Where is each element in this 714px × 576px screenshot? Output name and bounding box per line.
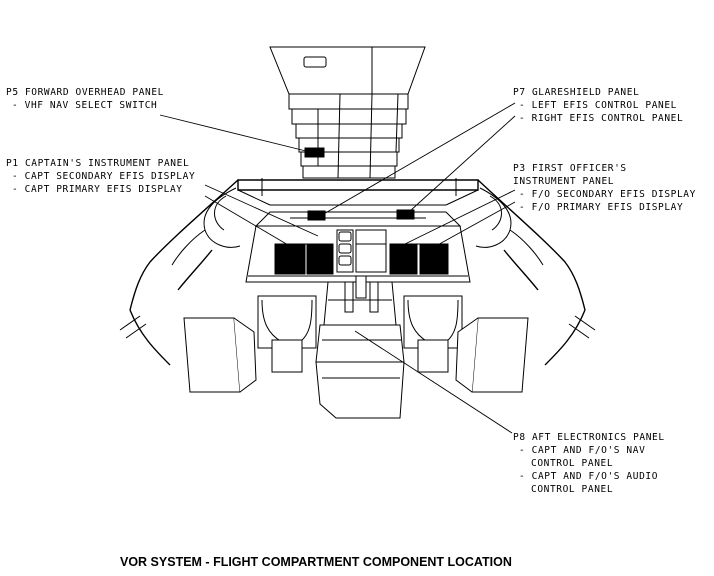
- control-stand: [315, 275, 405, 363]
- callout-p3-title-cont: INSTRUMENT PANEL: [513, 176, 614, 187]
- capt-primary-efis-display: [306, 243, 334, 275]
- figure-caption: VOR SYSTEM - FLIGHT COMPARTMENT COMPONEN…: [120, 555, 512, 569]
- callout-p1-title: P1 CAPTAIN'S INSTRUMENT PANEL: [6, 158, 189, 169]
- left-efis-control-panel: [307, 210, 326, 221]
- callout-p7-item: - RIGHT EFIS CONTROL PANEL: [519, 113, 683, 124]
- callout-p8-item: - CAPT AND F/O'S NAV: [519, 445, 645, 456]
- right-efis-control-panel: [396, 209, 415, 220]
- callout-p3-item: - F/O SECONDARY EFIS DISPLAY: [519, 189, 696, 200]
- callout-p7: P7 GLARESHIELD PANEL - LEFT EFIS CONTROL…: [513, 87, 683, 124]
- callout-p8: P8 AFT ELECTRONICS PANEL - CAPT AND F/O'…: [513, 432, 665, 495]
- fo-primary-efis-display: [389, 243, 418, 275]
- callout-p8-item-cont: CONTROL PANEL: [531, 458, 613, 469]
- callout-p1-item: - CAPT PRIMARY EFIS DISPLAY: [12, 184, 183, 195]
- callout-p7-item: - LEFT EFIS CONTROL PANEL: [519, 100, 677, 111]
- callout-p8-item-cont: CONTROL PANEL: [531, 484, 613, 495]
- callout-p8-title: P8 AFT ELECTRONICS PANEL: [513, 432, 665, 443]
- callout-p1: P1 CAPTAIN'S INSTRUMENT PANEL - CAPT SEC…: [6, 158, 195, 195]
- captain-seat: [183, 295, 317, 393]
- callout-p5-title: P5 FORWARD OVERHEAD PANEL: [6, 87, 164, 98]
- callout-p7-title: P7 GLARESHIELD PANEL: [513, 87, 639, 98]
- callout-p3: P3 FIRST OFFICER'S INSTRUMENT PANEL - F/…: [513, 163, 696, 213]
- fo-secondary-efis-display: [419, 243, 449, 275]
- vhf-nav-select-switch: [304, 147, 325, 158]
- callout-p8-item: - CAPT AND F/O'S AUDIO: [519, 471, 658, 482]
- callout-p5-item: - VHF NAV SELECT SWITCH: [12, 100, 157, 111]
- callout-p5: P5 FORWARD OVERHEAD PANEL - VHF NAV SELE…: [6, 87, 164, 111]
- overhead-panel: [269, 46, 426, 179]
- first-officer-seat: [403, 295, 529, 393]
- leader-lines: [159, 102, 516, 434]
- main-instrument-panel: [245, 225, 471, 283]
- cockpit-frame: [119, 178, 596, 366]
- aft-electronics-panel: [315, 361, 405, 419]
- callout-p3-title: P3 FIRST OFFICER'S: [513, 163, 627, 174]
- glareshield: [254, 209, 462, 227]
- callout-p1-item: - CAPT SECONDARY EFIS DISPLAY: [12, 171, 195, 182]
- capt-secondary-efis-display: [274, 243, 306, 275]
- callout-p3-item: - F/O PRIMARY EFIS DISPLAY: [519, 202, 683, 213]
